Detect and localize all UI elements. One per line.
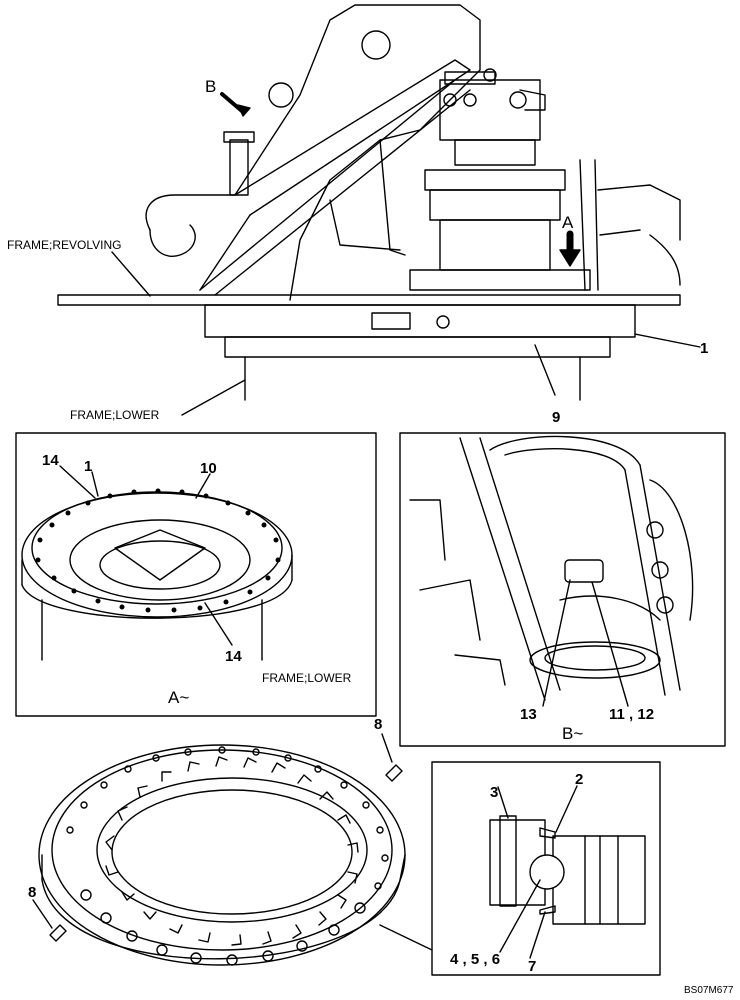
callout-10: 10	[200, 460, 217, 477]
leader-7	[529, 911, 546, 959]
leader-frame-lower	[181, 379, 246, 416]
frame-lower-label-top: FRAME;LOWER	[70, 408, 160, 422]
callout-3: 3	[490, 784, 499, 801]
bottom-bearing-drawing	[38, 744, 406, 966]
leader-frame-revolving	[111, 251, 151, 297]
inset-b-structure-drawing	[409, 435, 694, 701]
leader-2	[555, 785, 578, 833]
callout-1-main: 1	[700, 340, 709, 357]
view-b-caption: B~	[562, 724, 584, 743]
callout-9: 9	[552, 409, 561, 426]
leader-8-top	[381, 733, 393, 763]
view-a-caption: A~	[168, 688, 190, 707]
leader-4-5-6	[499, 879, 541, 953]
leader-11-12	[591, 581, 629, 707]
drawing-code: BS07M677	[684, 985, 734, 996]
frame-lower-label-inset: FRAME;LOWER	[262, 671, 352, 685]
leader-14-top	[59, 465, 96, 499]
inset-b-frame	[399, 432, 726, 747]
callout-8-top: 8	[374, 716, 383, 733]
leader-8-left	[32, 899, 53, 929]
arrow-b-label: B	[205, 77, 217, 96]
leader-10	[195, 473, 211, 499]
leader-9	[534, 344, 556, 396]
inset-a-bearing-drawing	[21, 488, 293, 661]
callout-7: 7	[528, 958, 537, 975]
callout-4-5-6: 4 , 5 , 6	[450, 951, 501, 968]
upper-assembly-drawing	[57, 4, 681, 401]
leader-1-main	[634, 333, 701, 348]
callout-14-top: 14	[42, 452, 59, 469]
callout-1-inset: 1	[84, 458, 93, 475]
callout-11-12: 11 , 12	[609, 706, 655, 723]
leader-seal-detail	[379, 924, 433, 951]
inset-a-frame	[15, 432, 377, 717]
frame-revolving-label: FRAME;REVOLVING	[7, 238, 122, 252]
leader-14-bottom	[204, 602, 233, 646]
inset-seal-frame	[431, 761, 661, 976]
leader-13	[542, 579, 571, 707]
arrow-b-head	[237, 104, 251, 117]
seal-detail-drawing	[489, 815, 646, 925]
callout-13: 13	[520, 706, 537, 723]
callout-8-left: 8	[28, 884, 37, 901]
leader-1-inset	[91, 471, 99, 497]
callout-14-bottom: 14	[225, 648, 242, 665]
arrow-a-head	[559, 249, 581, 267]
arrow-a-label: A	[562, 213, 574, 232]
leader-3	[497, 786, 509, 819]
callout-2: 2	[575, 771, 584, 788]
